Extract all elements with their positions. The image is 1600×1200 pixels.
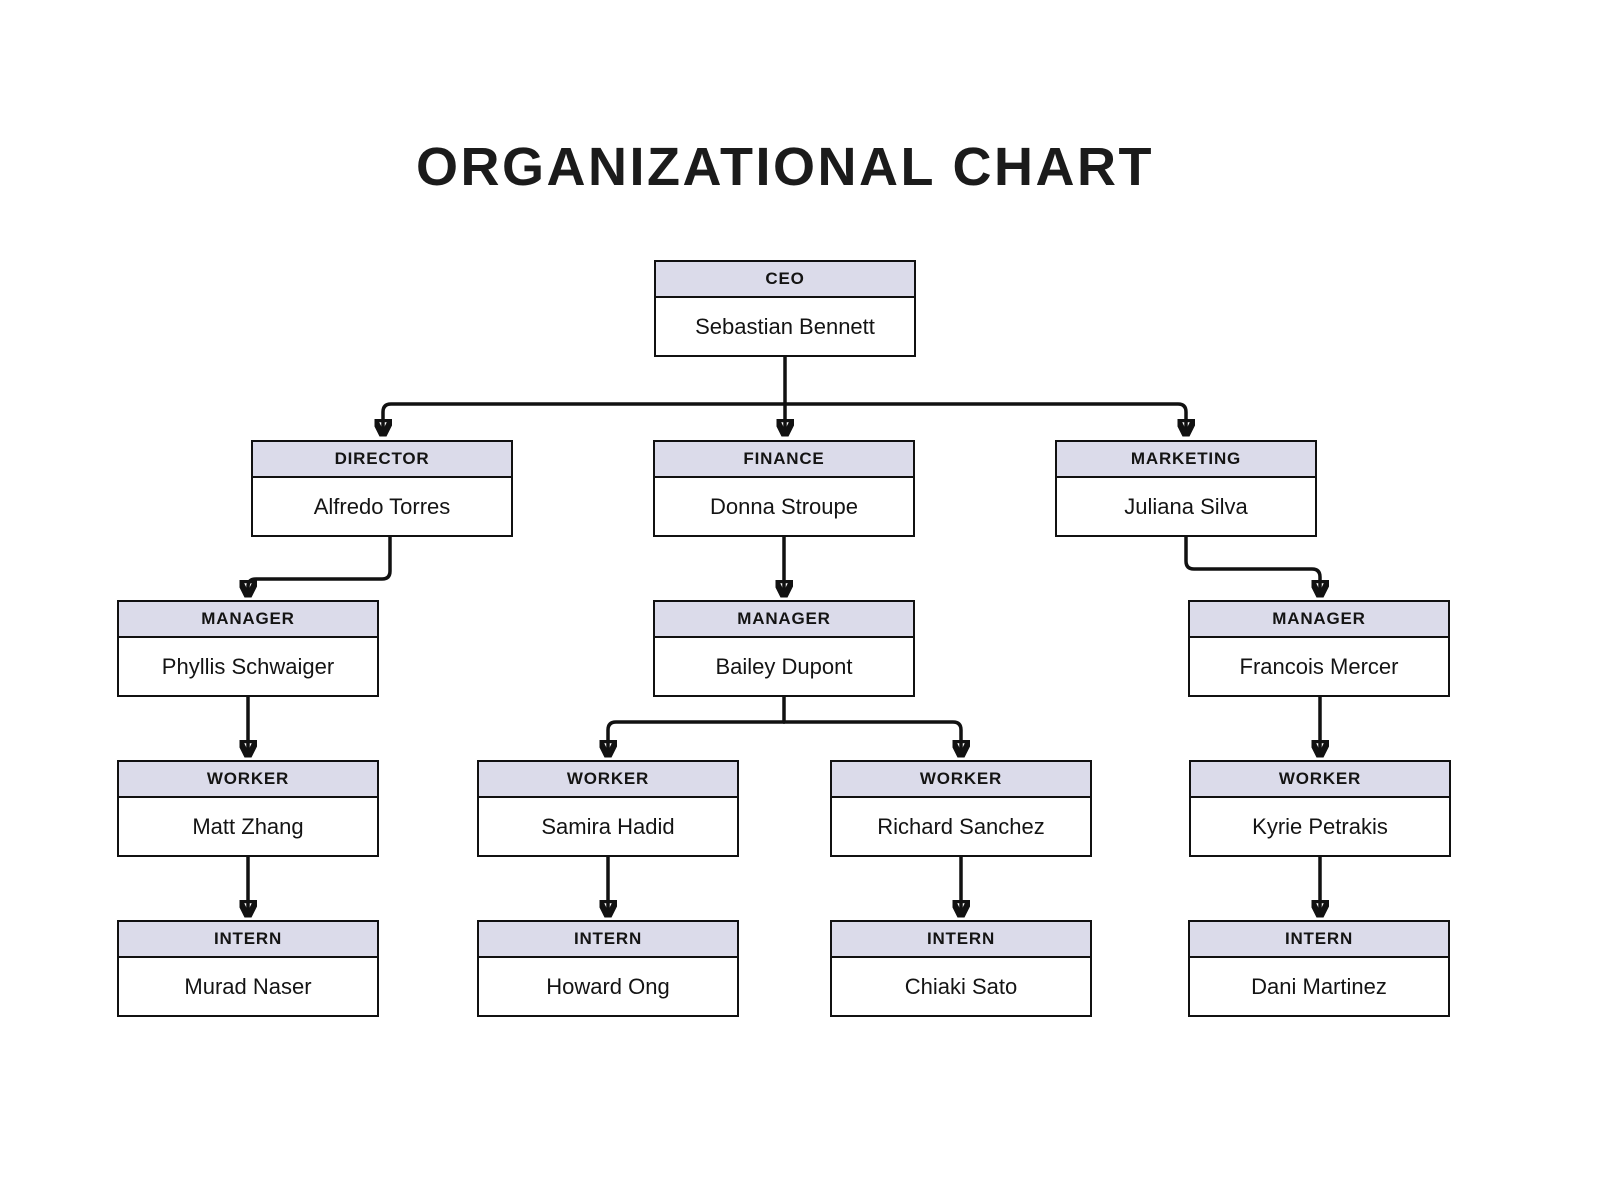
person-name: Kyrie Petrakis — [1252, 813, 1388, 839]
org-node-intern-4: INTERN Dani Martinez — [1188, 920, 1450, 1017]
role-label: WORKER — [1191, 762, 1449, 798]
person-name: Matt Zhang — [192, 813, 304, 839]
person-name: Juliana Silva — [1124, 493, 1248, 519]
connector-ceo-marketing — [783, 402, 1186, 434]
role-label: INTERN — [832, 922, 1090, 958]
org-node-director: DIRECTOR Alfredo Torres — [251, 440, 513, 537]
role-label: MARKETING — [1057, 442, 1315, 478]
person-name: Donna Stroupe — [710, 493, 858, 519]
org-node-intern-2: INTERN Howard Ong — [477, 920, 739, 1017]
person-name: Chiaki Sato — [904, 973, 1018, 999]
role-label: INTERN — [1190, 922, 1448, 958]
org-node-worker-2: WORKER Samira Hadid — [477, 760, 739, 857]
person-name: Howard Ong — [546, 973, 670, 999]
role-label: DIRECTOR — [253, 442, 511, 478]
person-name: Samira Hadid — [541, 813, 675, 839]
role-label: WORKER — [479, 762, 737, 798]
org-node-marketing: MARKETING Juliana Silva — [1055, 440, 1317, 537]
org-node-manager-1: MANAGER Phyllis Schwaiger — [117, 600, 379, 697]
org-node-intern-1: INTERN Murad Naser — [117, 920, 379, 1017]
org-node-intern-3: INTERN Chiaki Sato — [830, 920, 1092, 1017]
org-node-worker-4: WORKER Kyrie Petrakis — [1189, 760, 1451, 857]
role-label: WORKER — [119, 762, 377, 798]
page-title: ORGANIZATIONAL CHART — [416, 137, 1154, 197]
person-name: Murad Naser — [184, 973, 312, 999]
person-name: Francois Mercer — [1239, 653, 1399, 679]
org-node-ceo: CEO Sebastian Bennett — [654, 260, 916, 357]
person-name: Dani Martinez — [1251, 973, 1387, 999]
connector-director-manager — [248, 535, 392, 595]
connector-manager2-worker2 — [608, 720, 786, 755]
person-name: Alfredo Torres — [313, 493, 451, 519]
connector-ceo-director — [383, 402, 787, 434]
connector-marketing-manager — [1184, 535, 1320, 595]
role-label: MANAGER — [655, 602, 913, 638]
org-node-manager-3: MANAGER Francois Mercer — [1188, 600, 1450, 697]
org-node-finance: FINANCE Donna Stroupe — [653, 440, 915, 537]
person-name: Phyllis Schwaiger — [161, 653, 335, 679]
role-label: CEO — [656, 262, 914, 298]
connector-manager2-worker3 — [782, 720, 961, 755]
org-node-worker-3: WORKER Richard Sanchez — [830, 760, 1092, 857]
role-label: FINANCE — [655, 442, 913, 478]
person-name: Sebastian Bennett — [695, 313, 875, 339]
person-name: Bailey Dupont — [715, 653, 853, 679]
role-label: INTERN — [479, 922, 737, 958]
role-label: WORKER — [832, 762, 1090, 798]
org-node-manager-2: MANAGER Bailey Dupont — [653, 600, 915, 697]
org-node-worker-1: WORKER Matt Zhang — [117, 760, 379, 857]
role-label: MANAGER — [1190, 602, 1448, 638]
role-label: INTERN — [119, 922, 377, 958]
role-label: MANAGER — [119, 602, 377, 638]
person-name: Richard Sanchez — [877, 813, 1045, 839]
